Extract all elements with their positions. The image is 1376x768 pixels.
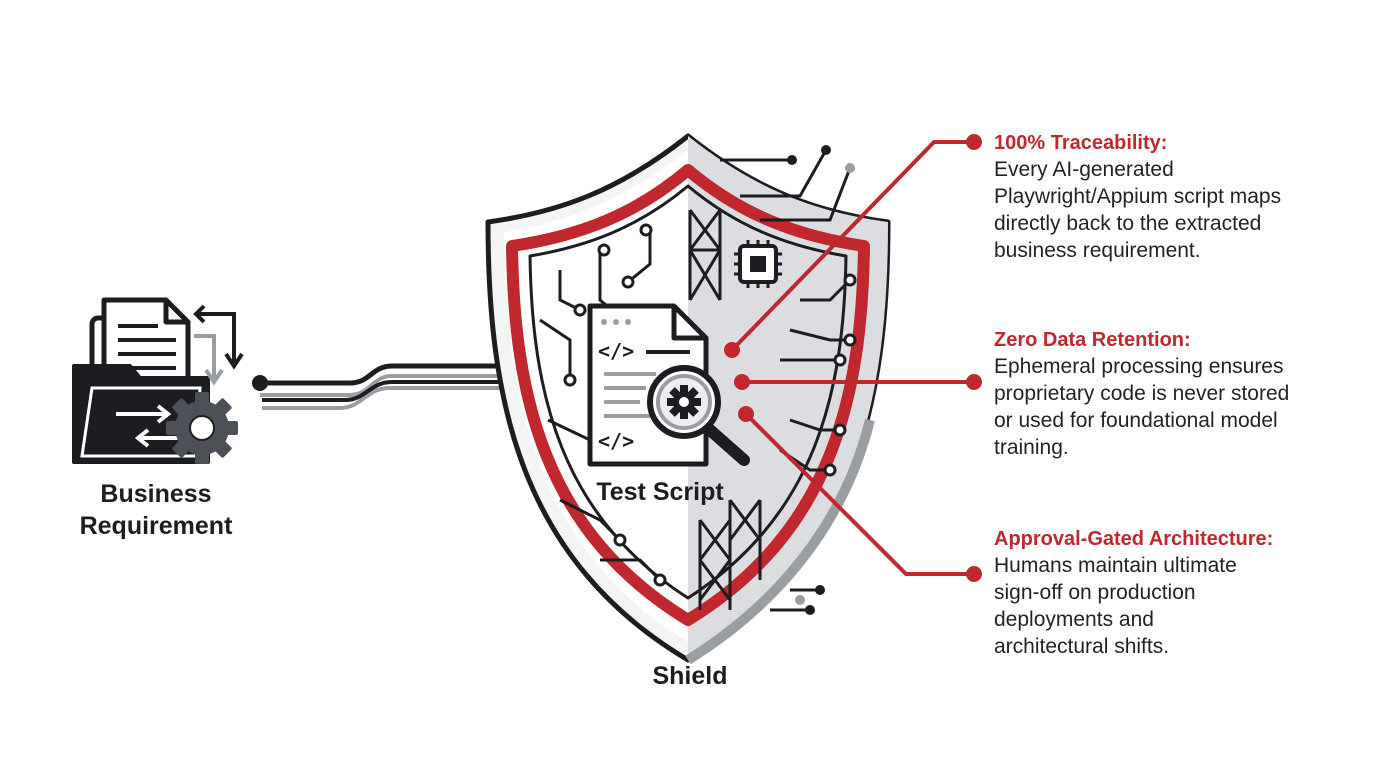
shield-label: Shield <box>652 662 728 690</box>
magnifying-glass-gear-icon <box>647 365 750 466</box>
callout-approval-gated: Approval-Gated Architecture: Humans main… <box>994 526 1354 660</box>
gear-icon <box>166 392 238 464</box>
circuit-traces <box>720 149 852 612</box>
business-requirement-label-line2: Requirement <box>79 512 233 540</box>
business-requirement-label: Business Requirement <box>56 478 256 542</box>
business-requirement-label-line1: Business <box>100 480 212 508</box>
callout-title: 100% Traceability: <box>994 132 1168 154</box>
microchip-icon <box>734 240 782 288</box>
callout-body: Humans maintain ultimate sign-off on pro… <box>994 554 1237 658</box>
test-script-label: Test Script <box>596 478 724 506</box>
callout-title: Zero Data Retention: <box>994 329 1191 351</box>
callout-traceability: 100% Traceability: Every AI-generated Pl… <box>994 130 1354 264</box>
svg-text:</>: </> <box>598 429 634 453</box>
callout-zero-data-retention: Zero Data Retention: Ephemeral processin… <box>994 327 1354 461</box>
callout-body: Every AI-generated Playwright/Appium scr… <box>994 158 1282 262</box>
folder-with-documents-icon <box>72 297 210 464</box>
svg-text:</>: </> <box>598 339 634 363</box>
callout-body: Ephemeral processing ensures proprietary… <box>994 355 1290 459</box>
sync-arrows-icon <box>193 304 244 386</box>
callout-title: Approval-Gated Architecture: <box>994 528 1274 550</box>
callout-connectors <box>730 140 972 576</box>
